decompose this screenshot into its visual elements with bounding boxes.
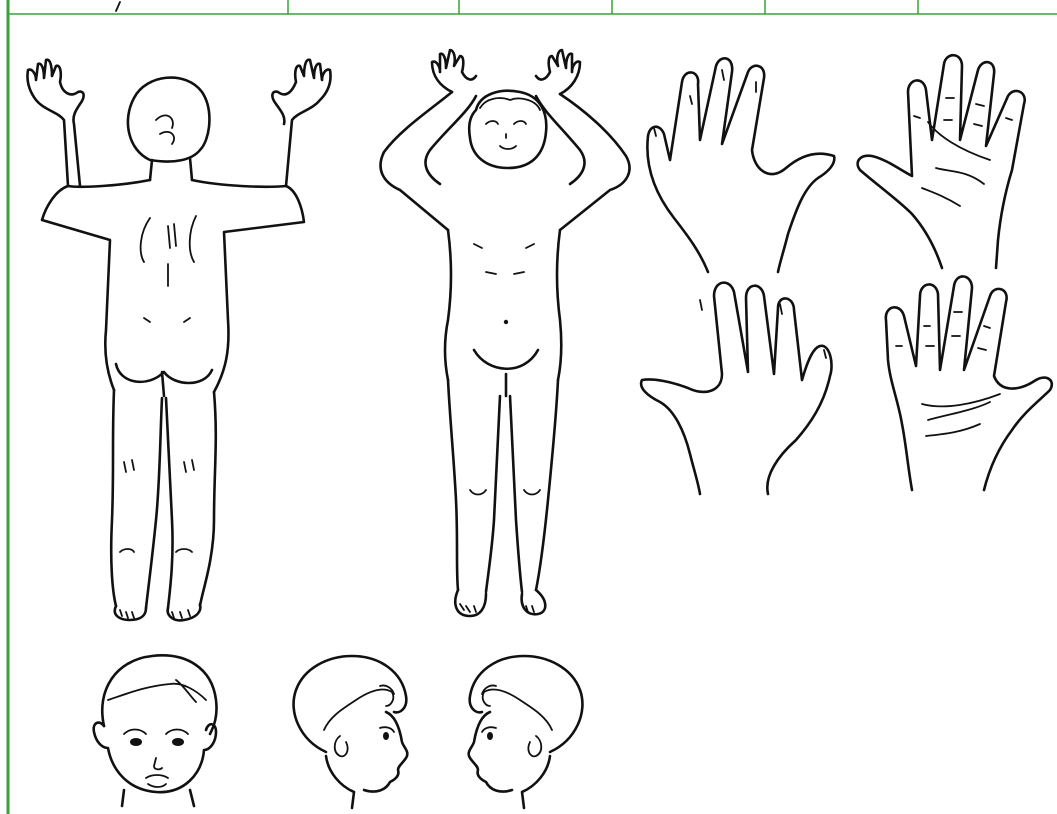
hand-right-dorsal	[647, 58, 834, 272]
head-front-view	[94, 655, 217, 806]
hand-left-dorsal	[641, 283, 831, 494]
body-back-view	[27, 60, 330, 621]
hand-left-palmar	[886, 276, 1052, 490]
body-front-view	[381, 50, 630, 616]
hand-right-palmar	[858, 55, 1025, 268]
head-right-profile	[294, 656, 408, 808]
head-left-profile	[469, 656, 583, 808]
